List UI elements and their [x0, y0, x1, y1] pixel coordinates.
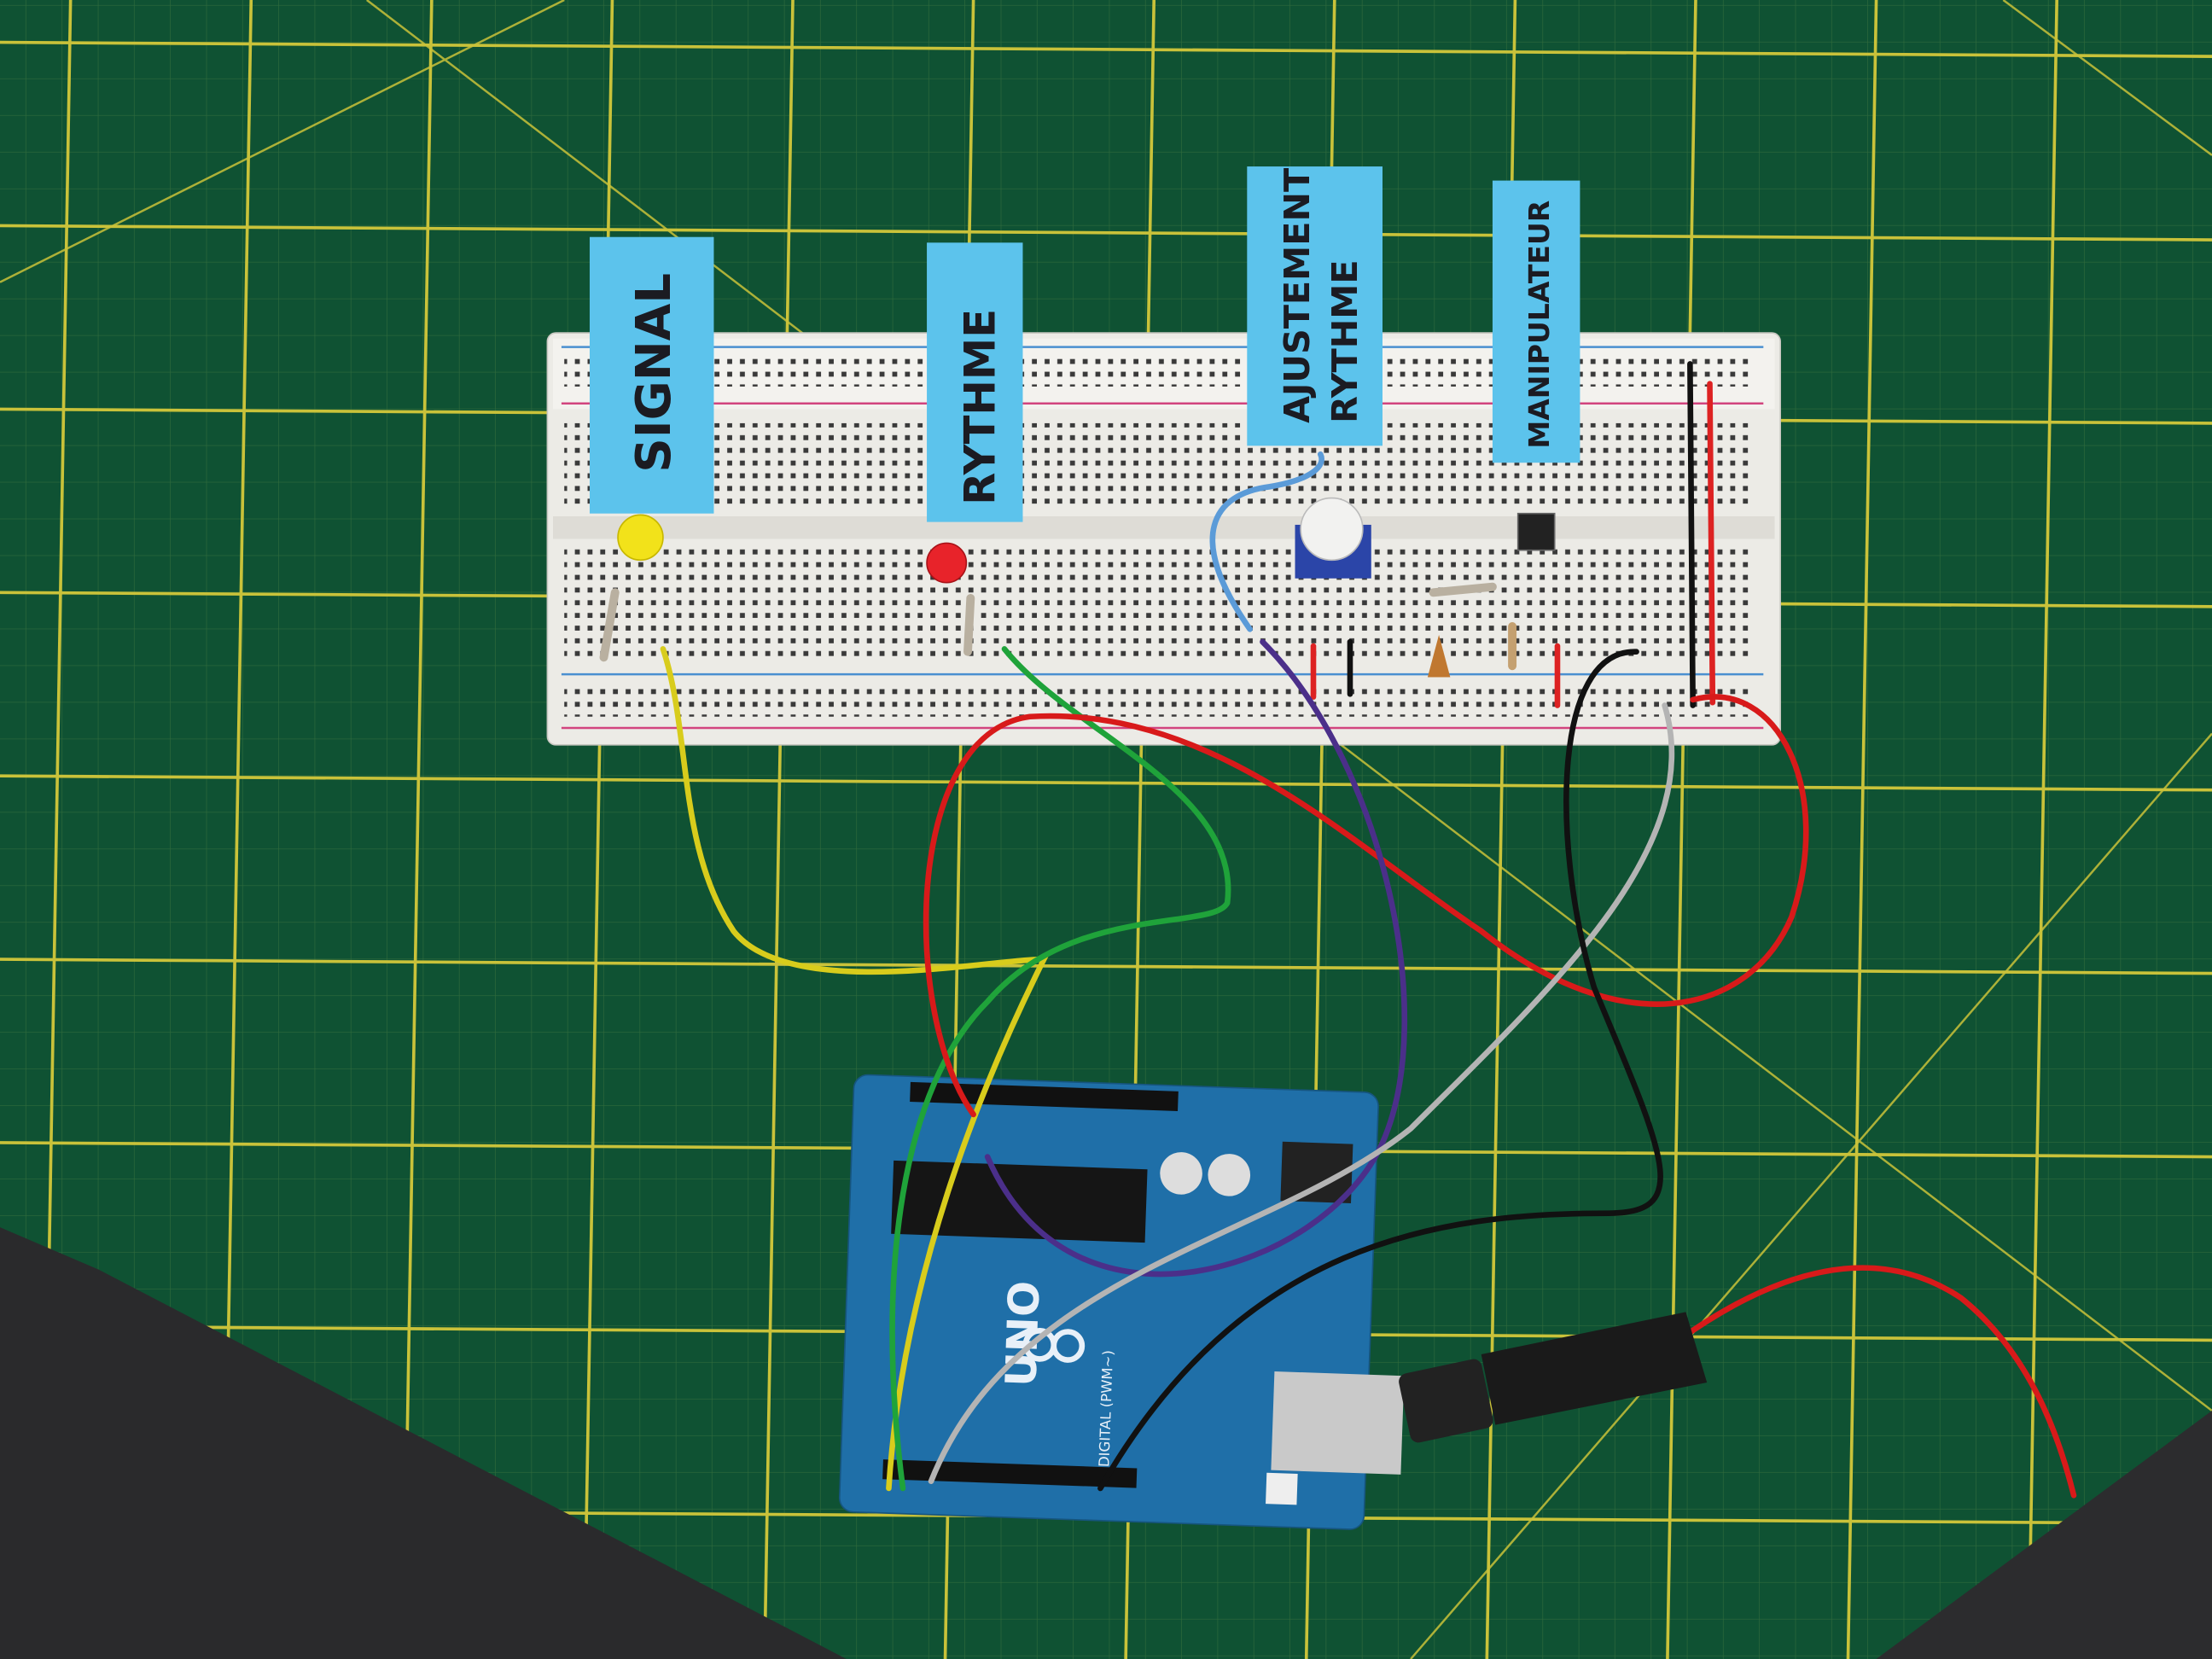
grid-line — [0, 774, 2212, 792]
reset-button — [1266, 1472, 1298, 1505]
power-red-wire — [1675, 1265, 2077, 1499]
usb-port — [1271, 1371, 1405, 1475]
resistors — [599, 582, 1517, 671]
breadboard — [546, 332, 1781, 746]
green-wire — [889, 646, 1231, 1492]
potentiometer — [1295, 497, 1371, 579]
grid-line — [1846, 0, 1878, 1659]
black-wire — [1097, 649, 1663, 1492]
jumpers — [1209, 361, 1716, 708]
label-rythme: RYTHME — [927, 242, 1023, 522]
dark-foreground-object-left — [0, 1227, 847, 1659]
dc-barrel-plug — [1399, 1312, 1708, 1443]
push-button — [1516, 512, 1556, 551]
capacitor-icon — [1208, 1154, 1251, 1196]
label-ajustement-text: AJUSTEMENT — [1277, 168, 1318, 423]
wires — [660, 638, 2077, 1499]
atmega-chip — [891, 1160, 1148, 1243]
arduino-infinity-logo — [1022, 1328, 1086, 1363]
red-led — [926, 542, 968, 584]
grid-line — [0, 40, 2212, 58]
grid-line — [401, 0, 434, 1659]
yellow-led — [617, 514, 664, 562]
label-manipulateur-text: MANIPULATEUR — [1522, 201, 1556, 449]
power-jack — [1280, 1141, 1353, 1203]
purple-wire — [984, 638, 1408, 1278]
grid-line — [0, 224, 2212, 242]
dark-foreground-object-right — [1876, 1411, 2212, 1659]
grid-line — [0, 958, 2212, 975]
capacitor — [1427, 634, 1451, 678]
arduino-uno-board: UNO DIGITAL (PWM~) — [838, 1074, 1405, 1530]
label-signal-text: SIGNAL — [626, 273, 682, 473]
digital-label: DIGITAL (PWM~) — [1096, 1350, 1116, 1468]
label-rythme-text: RYTHME — [955, 309, 1004, 505]
gray-wire — [928, 702, 1675, 1485]
grid-line — [763, 0, 795, 1659]
label-signal: SIGNAL — [589, 236, 714, 514]
label-manipulateur: MANIPULATEUR — [1492, 180, 1580, 463]
power-header — [882, 1459, 1138, 1488]
yellow-wire — [660, 646, 1049, 1492]
label-ajustement-rythme: AJUSTEMENT RYTHME — [1247, 166, 1382, 446]
label-ajustement-rythme-text: RYTHME — [1324, 259, 1365, 423]
capacitor-icon — [1160, 1152, 1202, 1195]
red-wire — [923, 694, 1809, 1118]
